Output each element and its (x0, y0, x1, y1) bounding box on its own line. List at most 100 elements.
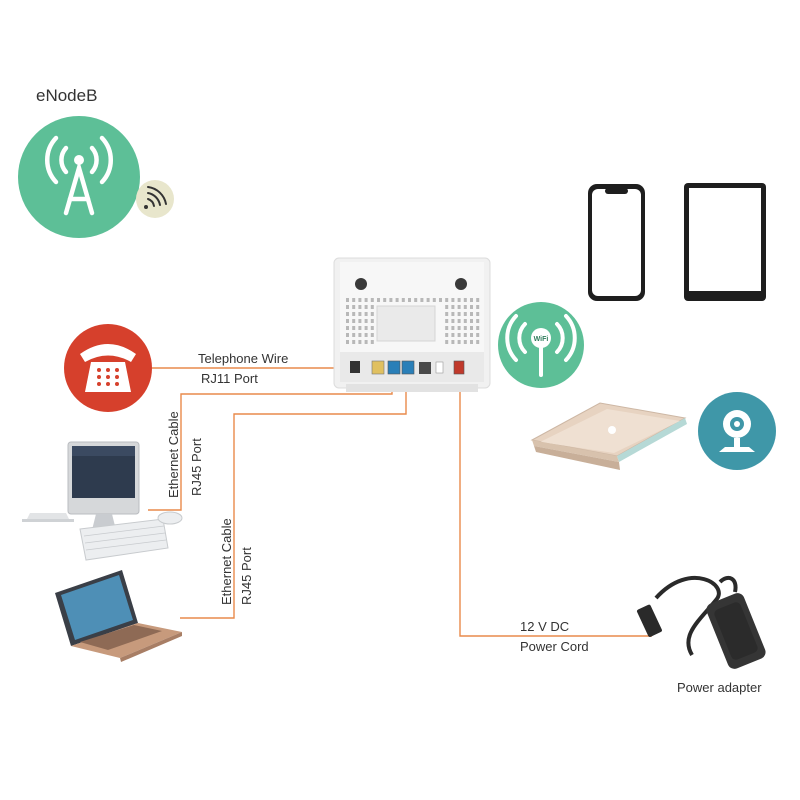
vent-slot (364, 326, 368, 330)
webcam (698, 392, 776, 470)
vent-slot (346, 333, 349, 337)
vent-slot (463, 305, 467, 309)
vent-slot (463, 312, 467, 316)
vent-slot (370, 298, 374, 302)
vent-slot (352, 333, 356, 337)
tablet (684, 183, 766, 301)
vent-slot (352, 298, 356, 302)
vent-slot (420, 298, 424, 302)
vent-slot (470, 305, 473, 309)
vent-slot (432, 298, 436, 302)
vent-slot (470, 326, 473, 330)
vent-slot (414, 298, 418, 302)
vent-slot (401, 298, 405, 302)
vent-slot (439, 298, 442, 302)
cell-tower-icon (45, 135, 113, 216)
vent-slot (451, 326, 455, 330)
power-adapter (636, 575, 766, 669)
vent-slot (346, 319, 349, 323)
power-cord-label: Power Cord (520, 639, 589, 654)
rj45-port-label-1: RJ45 Port (189, 438, 204, 496)
vent-slot (476, 305, 480, 309)
wifi: WiFi (498, 302, 584, 388)
vent-slot (389, 298, 393, 302)
power-adapter-icon (636, 575, 766, 669)
vent-slot (352, 326, 356, 330)
vent-slot (370, 319, 374, 323)
power-adapter-label: Power adapter (677, 680, 762, 695)
vent-slot (463, 333, 467, 337)
vent-slot (451, 305, 455, 309)
vent-slot (408, 298, 411, 302)
webcam-icon (719, 410, 755, 452)
vent-slot (445, 340, 449, 344)
vent-slot (383, 298, 387, 302)
ethernet-cable-label-1: Ethernet Cable (166, 411, 181, 498)
vent-slot (358, 326, 362, 330)
rj11-port-label: RJ11 Port (201, 371, 258, 386)
telephone (64, 324, 152, 412)
enodeb-tower (18, 116, 174, 238)
vent-slot (476, 319, 480, 323)
vent-slot (352, 312, 356, 316)
vent-slot (470, 340, 473, 344)
vent-slot (364, 319, 368, 323)
vent-slot (358, 333, 362, 337)
laptop-icon (530, 402, 687, 470)
vent-slot (352, 340, 356, 344)
vent-slot (445, 312, 449, 316)
vent-slot (370, 326, 374, 330)
router (333, 257, 491, 392)
vent-slot (377, 298, 380, 302)
vent-slot (370, 305, 374, 309)
wifi-badge-text: WiFi (534, 336, 549, 343)
vent-slot (470, 298, 473, 302)
vent-slot (364, 312, 368, 316)
vent-slot (463, 326, 467, 330)
ethernet-cable-2 (180, 370, 407, 619)
vent-slot (346, 298, 349, 302)
desktop-computer-icon (22, 441, 183, 561)
vent-slot (395, 298, 399, 302)
vent-slot (346, 312, 349, 316)
tablet-icon (684, 183, 766, 301)
vent-slot (364, 333, 368, 337)
signal-wave-icon (144, 186, 167, 209)
vent-slot (352, 305, 356, 309)
vent-slot (346, 305, 349, 309)
vent-slot (370, 312, 374, 316)
laptop-left (55, 570, 182, 662)
vent-slot (445, 326, 449, 330)
vent-slot (451, 312, 455, 316)
vent-slot (470, 333, 473, 337)
vent-slot (370, 340, 374, 344)
vent-slot (457, 333, 461, 337)
vent-slot (451, 319, 455, 323)
smartphone (588, 184, 645, 301)
vent-slot (364, 305, 368, 309)
rj45-port-label-2: RJ45 Port (239, 547, 254, 605)
vent-slot (451, 340, 455, 344)
smartphone-icon (588, 184, 645, 301)
vent-slot (457, 340, 461, 344)
vent-slot (346, 326, 349, 330)
vent-slot (364, 298, 368, 302)
vent-slot (463, 298, 467, 302)
vent-slot (470, 312, 473, 316)
laptop-icon (55, 570, 182, 662)
desktop-computer (22, 441, 183, 561)
telephone-icon (80, 344, 136, 392)
vent-slot (358, 312, 362, 316)
vent-slot (470, 319, 473, 323)
vent-slot (457, 319, 461, 323)
enodeb-label: eNodeB (36, 86, 97, 105)
laptop-right (530, 402, 687, 470)
vent-slot (358, 305, 362, 309)
vent-slot (426, 298, 430, 302)
vent-slot (358, 298, 362, 302)
vent-slot (457, 298, 461, 302)
vent-slot (451, 333, 455, 337)
vent-slot (476, 312, 480, 316)
vent-slot (346, 340, 349, 344)
